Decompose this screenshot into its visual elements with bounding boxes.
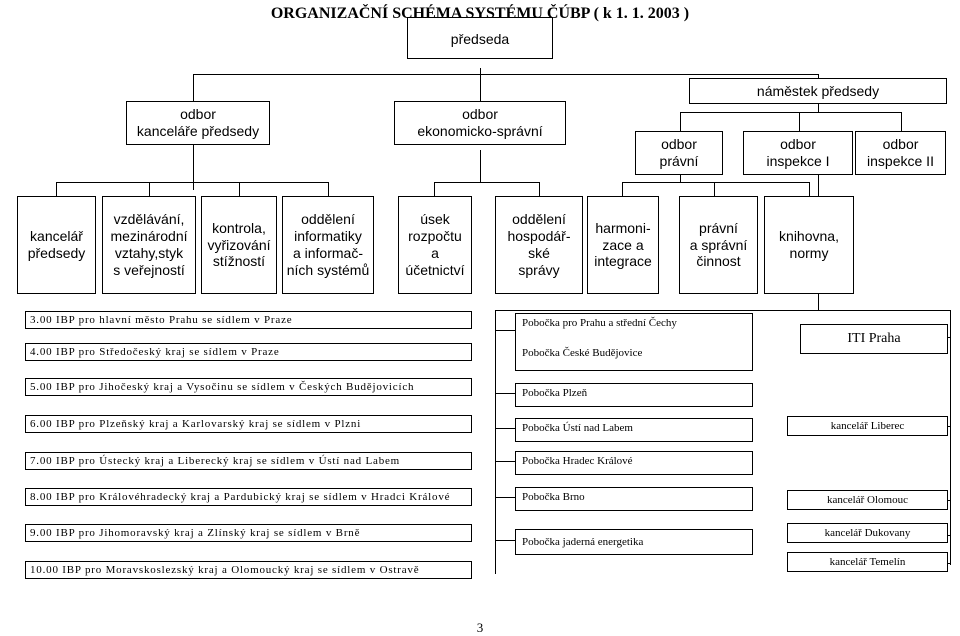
connector-line — [193, 74, 819, 75]
connector-line — [149, 182, 150, 196]
kancelar-liberec: kancelář Liberec — [787, 416, 948, 436]
box-predseda: předseda — [407, 17, 553, 59]
connector-line — [480, 150, 481, 182]
box-odbor-pravni: odbor právní — [635, 131, 723, 175]
pobocka-praha-label: Pobočka pro Prahu a střední Čechy — [522, 317, 677, 329]
box-kontrola: kontrola, vyřizování stížností — [201, 196, 277, 294]
pobocka-usti: Pobočka Ústí nad Labem — [515, 418, 753, 442]
box-oddeleni-hospodarske-spravy: oddělení hospodář- ské správy — [495, 196, 583, 294]
ibp-item: 3.00 IBP pro hlavní město Prahu se sídle… — [25, 311, 472, 329]
connector-line — [818, 310, 950, 311]
ibp-item: 7.00 IBP pro Ústecký kraj a Liberecký kr… — [25, 452, 472, 470]
pobocka-jaderna-energetika: Pobočka jaderná energetika — [515, 529, 753, 555]
connector-line — [239, 182, 240, 198]
connector-line — [622, 182, 810, 183]
connector-line — [539, 182, 540, 196]
connector-line — [818, 74, 819, 78]
box-odbor-kancelare-predsedy: odbor kanceláře předsedy — [126, 101, 270, 145]
connector-line — [680, 175, 681, 183]
connector-line — [495, 393, 515, 394]
connector-line — [901, 112, 902, 131]
box-odbor-inspekce-2: odbor inspekce II — [855, 131, 946, 175]
connector-line — [495, 461, 515, 462]
connector-line — [950, 310, 951, 565]
pobocka-ceske-budejovice-label: Pobočka České Budějovice — [522, 347, 643, 359]
connector-line — [495, 497, 515, 498]
connector-line — [948, 426, 951, 427]
connector-line — [56, 182, 329, 183]
connector-line — [480, 68, 481, 108]
iti-praha: ITI Praha — [800, 324, 948, 354]
connector-line — [328, 182, 329, 196]
connector-line — [495, 428, 515, 429]
pobocka-brno: Pobočka Brno — [515, 487, 753, 511]
ibp-item: 4.00 IBP pro Středočeský kraj se sídlem … — [25, 343, 472, 361]
connector-line — [56, 182, 57, 198]
box-usek-rozpoctu: úsek rozpočtu a účetnictví — [398, 196, 472, 294]
connector-line — [680, 112, 902, 113]
ibp-item: 10.00 IBP pro Moravskoslezský kraj a Olo… — [25, 561, 472, 579]
connector-line — [799, 112, 800, 131]
box-vzdelavani: vzdělávání, mezinárodní vztahy,styk s ve… — [102, 196, 196, 294]
connector-line — [193, 74, 194, 102]
page-number: 3 — [476, 620, 484, 635]
connector-line — [948, 535, 951, 536]
connector-line — [193, 145, 194, 190]
connector-line — [818, 104, 819, 112]
ibp-item: 9.00 IBP pro Jihomoravský kraj a Zlínský… — [25, 524, 472, 542]
connector-line — [680, 112, 681, 131]
kancelar-dukovany: kancelář Dukovany — [787, 523, 948, 543]
connector-line — [434, 182, 435, 196]
connector-line — [948, 337, 951, 338]
connector-line — [948, 500, 951, 501]
connector-line — [495, 310, 819, 311]
kancelar-olomouc: kancelář Olomouc — [787, 490, 948, 510]
connector-line — [495, 330, 515, 331]
connector-line — [495, 310, 496, 574]
box-odbor-inspekce-1: odbor inspekce I — [743, 131, 853, 175]
kancelar-temelin: kancelář Temelín — [787, 552, 948, 572]
ibp-item: 5.00 IBP pro Jihočeský kraj a Vysočinu s… — [25, 378, 472, 396]
ibp-item: 6.00 IBP pro Plzeňský kraj a Karlovarský… — [25, 415, 472, 433]
box-namestek-predsedy: náměstek předsedy — [689, 78, 947, 104]
connector-line — [714, 182, 715, 196]
ibp-item: 8.00 IBP pro Královéhradecký kraj a Pard… — [25, 488, 472, 506]
connector-line — [434, 182, 540, 183]
box-odbor-ekonomicko-spravni: odbor ekonomicko-správní — [394, 101, 566, 145]
pobocka-hradec: Pobočka Hradec Králové — [515, 451, 753, 475]
connector-line — [495, 540, 515, 541]
pobocka-praha-ceske-budejovice: Pobočka pro Prahu a střední Čechy Pobočk… — [515, 313, 753, 371]
box-harmonizace: harmoni- zace a integrace — [587, 196, 659, 294]
chart-title: ORGANIZAČNÍ SCHÉMA SYSTÉMU ČÚBP ( k 1. 1… — [270, 5, 690, 22]
connector-line — [948, 563, 951, 564]
pobocka-plzen: Pobočka Plzeň — [515, 383, 753, 407]
connector-line — [622, 182, 623, 196]
box-knihovna-normy: knihovna, normy — [764, 196, 854, 294]
box-oddeleni-informatiky: oddělení informatiky a informač- ních sy… — [282, 196, 374, 294]
box-pravni-a-spravni-cinnost: právní a správní činnost — [679, 196, 758, 294]
connector-line — [809, 182, 810, 196]
box-kancelar-predsedy: kancelář předsedy — [17, 196, 96, 294]
